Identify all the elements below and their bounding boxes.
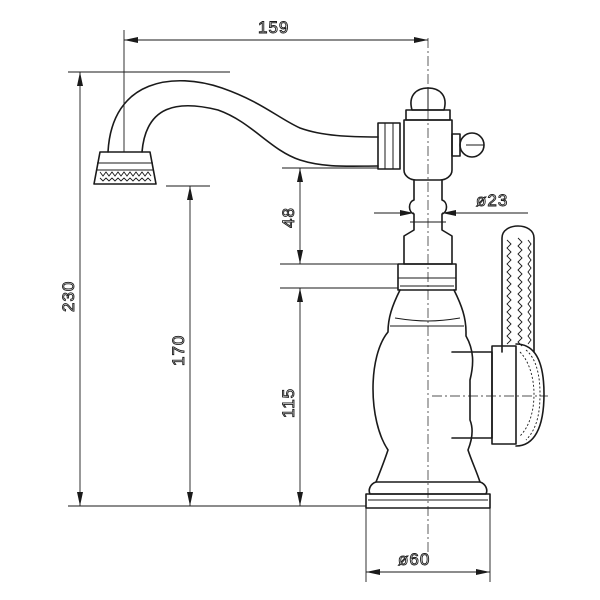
spout-pipe-inner — [141, 104, 379, 168]
dim-overall-height-label: 230 — [59, 281, 78, 312]
dim-base-diameter: ø60 — [366, 550, 490, 575]
middle-ring — [397, 263, 457, 291]
dim-upper-body-height: 48 — [279, 168, 303, 264]
dim-upper-body-height-label: 48 — [279, 207, 298, 228]
spout-collar — [377, 122, 401, 170]
upper-column — [403, 119, 453, 181]
dim-stem-diameter-label: ø23 — [476, 191, 508, 210]
dim-overall-height: 230 — [59, 72, 83, 506]
dim-base-diameter-label: ø60 — [398, 550, 430, 569]
dim-stem-diameter: ø23 — [374, 191, 528, 216]
spout-pipe — [107, 79, 379, 153]
dim-spout-reach-label: 159 — [258, 18, 289, 37]
dim-spout-height: 170 — [169, 186, 193, 506]
dim-body-height: 115 — [279, 288, 303, 506]
side-knob — [451, 132, 485, 158]
dim-body-height-label: 115 — [279, 388, 298, 418]
handle-hub — [451, 343, 545, 447]
dim-spout-reach: 159 — [124, 18, 428, 43]
aerator — [93, 151, 157, 185]
dimensions: 159 230 170 48 115 — [59, 18, 528, 582]
handle-lever — [501, 225, 535, 353]
dim-spout-height-label: 170 — [169, 335, 188, 366]
faucet-outline — [93, 38, 548, 556]
body-bulb — [372, 289, 481, 483]
